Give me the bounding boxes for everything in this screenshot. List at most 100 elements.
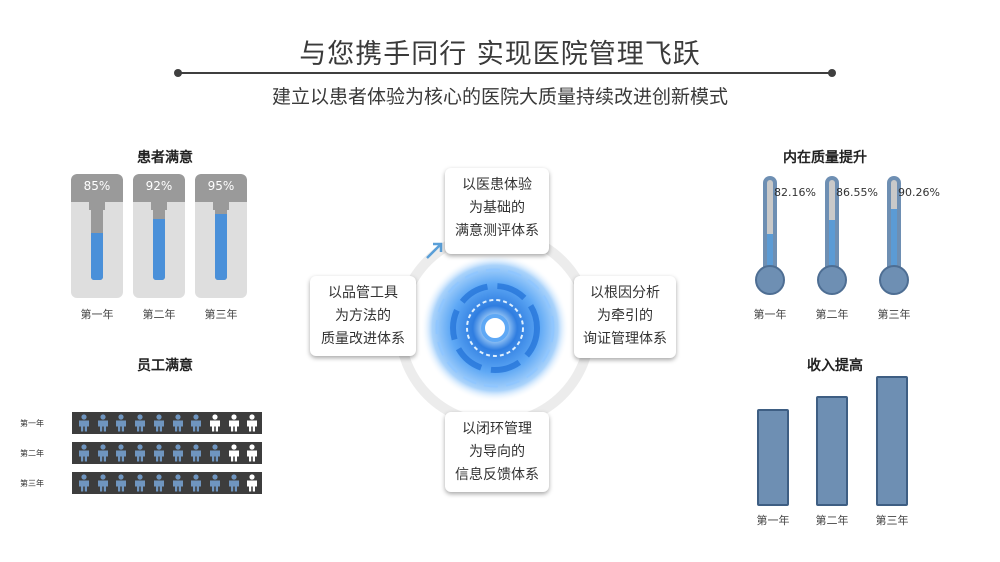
person-icon <box>172 474 183 492</box>
person-icon <box>209 474 220 492</box>
person-icon <box>116 414 127 432</box>
person-icon <box>153 444 164 462</box>
person-icon <box>228 414 239 432</box>
person-icon <box>228 474 239 492</box>
person-icon <box>79 414 89 432</box>
person-icon <box>191 474 202 492</box>
box-line: 以根因分析 <box>590 285 660 301</box>
income-bar <box>816 395 848 506</box>
thermometer-inner <box>891 180 897 270</box>
box-line: 为导向的 <box>469 444 525 460</box>
year-label: 第一年 <box>753 308 787 321</box>
staff-row <box>72 472 262 494</box>
person-icon <box>172 444 183 462</box>
thermometer-bulb <box>817 265 847 295</box>
staff-row-label: 第二年 <box>20 449 44 458</box>
income-bar <box>757 408 789 506</box>
center-box-top-text: 以医患体验为基础的满意测评体系 <box>453 174 541 243</box>
staff-row-label: 第一年 <box>20 419 44 428</box>
person-icon <box>191 444 202 462</box>
box-line: 满意测评体系 <box>455 223 539 239</box>
income-heading: 收入提高 <box>807 358 863 374</box>
person-icon <box>172 414 183 432</box>
card-tube <box>153 204 165 280</box>
thermometer-inner <box>829 180 835 270</box>
person-icon <box>191 414 202 432</box>
card-fill-bar <box>91 232 103 280</box>
staff-satisfaction-heading: 员工满意 <box>137 358 193 374</box>
person-icon <box>153 474 164 492</box>
satisfaction-card: 95% <box>195 174 247 298</box>
thermometer-fill <box>891 209 897 270</box>
person-icon <box>135 474 146 492</box>
center-box-right-text: 以根因分析为牵引的询证管理体系 <box>582 282 668 351</box>
thermometer-inner <box>767 180 773 270</box>
person-icon <box>247 414 258 432</box>
box-line: 以医患体验 <box>462 177 532 193</box>
box-line: 为方法的 <box>335 308 391 324</box>
center-box-bottom-text: 以闭环管理为导向的信息反馈体系 <box>453 418 541 487</box>
box-line: 质量改进体系 <box>321 331 405 347</box>
year-label: 第二年 <box>815 308 849 321</box>
satisfaction-card: 85% <box>71 174 123 298</box>
thermometer-bulb <box>755 265 785 295</box>
person-icon <box>97 414 108 432</box>
thermometer-tube <box>763 176 777 272</box>
card-percent-label: 92% <box>145 179 173 193</box>
page-subtitle: 建立以患者体验为核心的医院大质量持续改进创新模式 <box>271 86 728 108</box>
thermometer-tube <box>825 176 839 272</box>
person-icon <box>135 414 146 432</box>
year-label: 第二年 <box>815 514 849 527</box>
center-box-right: 以根因分析为牵引的询证管理体系 <box>574 276 676 358</box>
year-label: 第一年 <box>80 308 114 321</box>
divider-left-dot <box>174 69 182 77</box>
title-divider <box>178 72 832 74</box>
staff-row-label: 第三年 <box>20 479 44 488</box>
thermometer-fill <box>829 220 835 270</box>
year-label: 第一年 <box>756 514 790 527</box>
page-title: 与您携手同行 实现医院管理飞跃 <box>299 39 701 70</box>
thermometer-fill <box>767 233 773 270</box>
year-label: 第三年 <box>877 308 911 321</box>
card-fill-bar <box>153 219 165 280</box>
person-icon <box>247 474 258 492</box>
box-line: 为牵引的 <box>597 308 653 324</box>
year-label: 第三年 <box>204 308 238 321</box>
card-tube <box>215 204 227 280</box>
person-icon <box>135 444 146 462</box>
satisfaction-card: 92% <box>133 174 185 298</box>
internal-quality-heading: 内在质量提升 <box>783 150 867 166</box>
card-percent-label: 85% <box>83 179 111 193</box>
thermometer-value: 86.55% <box>836 186 878 199</box>
person-icon <box>97 444 108 462</box>
thermometer-value: 90.26% <box>898 186 940 199</box>
year-label: 第三年 <box>875 514 909 527</box>
person-icon <box>116 444 127 462</box>
person-icon <box>247 444 258 462</box>
person-icon <box>209 444 220 462</box>
center-box-left: 以品管工具为方法的质量改进体系 <box>310 276 416 356</box>
box-line: 信息反馈体系 <box>455 467 539 483</box>
card-tube <box>91 204 103 280</box>
box-line: 以闭环管理 <box>462 421 532 437</box>
person-icon <box>116 474 127 492</box>
thermometer-bulb <box>879 265 909 295</box>
income-bar <box>876 376 908 506</box>
card-percent-label: 95% <box>207 179 235 193</box>
staff-row <box>72 412 262 434</box>
person-icon <box>97 474 108 492</box>
center-box-top: 以医患体验为基础的满意测评体系 <box>445 168 549 254</box>
divider-right-dot <box>828 69 836 77</box>
box-line: 为基础的 <box>469 200 525 216</box>
patient-satisfaction-heading: 患者满意 <box>137 150 193 166</box>
person-icon <box>79 474 89 492</box>
person-icon <box>209 414 220 432</box>
center-box-bottom: 以闭环管理为导向的信息反馈体系 <box>445 412 549 492</box>
thermometer-value: 82.16% <box>774 186 816 199</box>
person-icon <box>79 444 89 462</box>
thermometer-tube <box>887 176 901 272</box>
box-line: 以品管工具 <box>328 285 398 301</box>
cycle-arrow-icon <box>426 242 443 259</box>
year-label: 第二年 <box>142 308 176 321</box>
person-icon <box>228 444 239 462</box>
